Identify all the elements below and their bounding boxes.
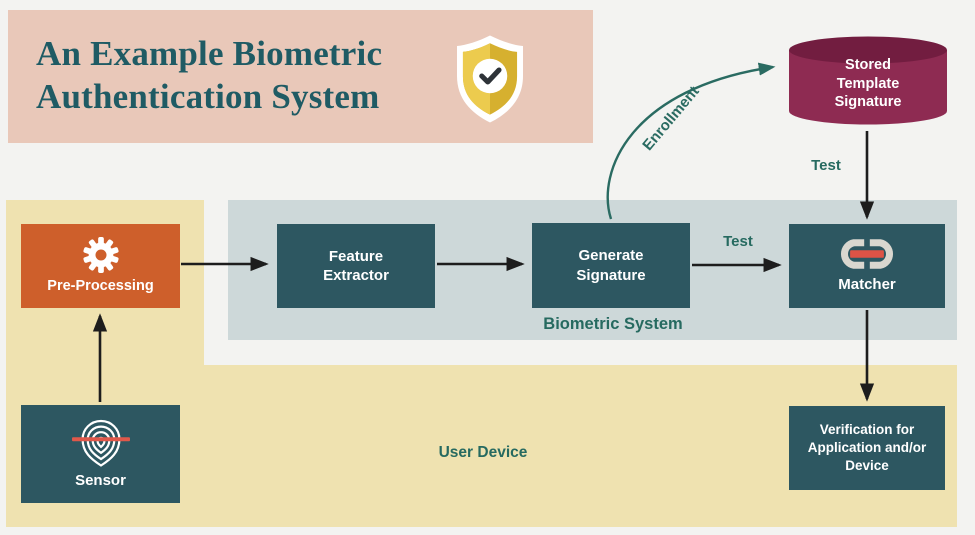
database-cylinder-icon xyxy=(789,36,947,125)
gear-icon xyxy=(82,237,119,274)
fingerprint-icon xyxy=(71,419,130,467)
generate-signature-label: Generate Signature xyxy=(576,247,646,284)
generate-signature-node: Generate Signature xyxy=(532,223,690,308)
stored-template-signature-node: Stored Template Signature xyxy=(787,36,949,126)
page-title: An Example Biometric Authentication Syst… xyxy=(36,34,383,117)
sensor-node: Sensor xyxy=(21,405,180,503)
verification-node: Verification for Application and/or Devi… xyxy=(789,406,945,490)
stored-template-signature-label: Stored Template Signature xyxy=(834,56,902,111)
enrollment-label: Enrollment xyxy=(639,83,703,154)
shield-check-icon xyxy=(448,32,532,126)
matcher-node: Matcher xyxy=(789,224,945,308)
verification-label: Verification for Application and/or Devi… xyxy=(807,422,927,473)
matcher-label: Matcher xyxy=(838,276,896,294)
pre-processing-label: Pre-Processing xyxy=(47,278,154,295)
sensor-label: Sensor xyxy=(75,471,126,489)
user-device-label: User Device xyxy=(438,444,528,461)
pre-processing-node: Pre-Processing xyxy=(21,224,180,308)
biometric-system-label: Biometric System xyxy=(543,315,683,333)
feature-extractor-node: Feature Extractor xyxy=(277,224,435,308)
test-label-store-to-matcher: Test xyxy=(811,157,841,174)
link-icon xyxy=(841,239,893,270)
feature-extractor-label: Feature Extractor xyxy=(323,247,389,284)
test-label-signature-to-matcher: Test xyxy=(723,233,753,250)
title-banner: An Example Biometric Authentication Syst… xyxy=(8,10,593,143)
